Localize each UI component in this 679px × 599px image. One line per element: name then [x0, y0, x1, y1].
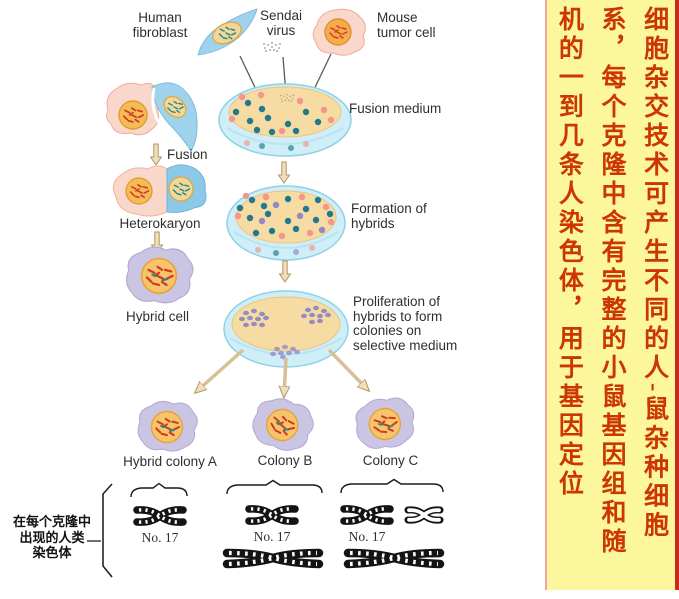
hybrid-cell-label: Hybrid cell [125, 309, 190, 324]
proliferation-label: Proliferation of hybrids to form colonie… [353, 294, 458, 353]
pre-fusion-cell-pair [106, 82, 198, 152]
human-fibroblast-cell [197, 8, 258, 56]
sendai-virus-particles [263, 42, 281, 52]
annotation-bracket [87, 483, 113, 578]
mouse-tumor-cell [312, 8, 366, 56]
caption-column: 系，每个克隆中含有完整的小鼠基因组和随 [597, 6, 625, 557]
colony-a-cell [138, 401, 197, 451]
chromosome-braces [130, 478, 444, 498]
hybrid-colony-cluster [239, 305, 331, 328]
colony-c-label: Colony C [362, 453, 419, 468]
formation-of-hybrids-label: Formation of hybrids [351, 201, 427, 231]
fusion-label: Fusion [167, 147, 208, 162]
caption-column: 机的一到几条人染色体，用于基因定位 [555, 6, 583, 499]
left-annotation: 在每个克隆中 出现的人类 染色体 [12, 514, 91, 560]
colony-b-label: Colony B [257, 453, 313, 468]
chromosome-no17-c [344, 509, 390, 521]
chromosome-no17-a [137, 510, 183, 522]
heterokaryon-label: Heterokaryon [119, 216, 201, 231]
chromosome-no17-b [249, 509, 295, 521]
sendai-virus-label: Sendai virus [259, 8, 303, 38]
fusion-arrow-icon [150, 143, 162, 166]
heterokaryon-cell [112, 164, 207, 217]
down-arrow-icon [279, 260, 291, 283]
colonies-dish [223, 290, 349, 368]
down-arrow-icon [278, 161, 290, 184]
no17-label-c: No. 17 [348, 529, 386, 544]
chromosome-outline-c [408, 510, 440, 520]
human-fibroblast-label: Human fibroblast [132, 10, 188, 40]
hybrid-cell-graphic [127, 247, 193, 303]
chromosome-long-c [348, 553, 440, 564]
colony-arrows [196, 348, 368, 396]
no17-label-a: No. 17 [141, 530, 179, 545]
hybrid-colony-a-label: Hybrid colony A [123, 454, 217, 469]
colony-b-cell [248, 393, 317, 455]
fusion-medium-label: Fusion medium [349, 101, 442, 116]
no17-label-b: No. 17 [253, 529, 291, 544]
fusion-medium-dish [218, 83, 352, 157]
chromosome-long-b [227, 553, 319, 564]
caption-panel: 细胞杂交技术可产生不同的人-鼠杂种细胞 系，每个克隆中含有完整的小鼠基因组和随 … [545, 0, 679, 590]
caption-column: 细胞杂交技术可产生不同的人-鼠杂种细胞 [640, 6, 668, 541]
mouse-tumor-cell-label: Mouse tumor cell [377, 10, 436, 40]
diagram-art [87, 8, 545, 578]
colony-c-cell [352, 394, 419, 453]
formation-dish [226, 185, 346, 261]
